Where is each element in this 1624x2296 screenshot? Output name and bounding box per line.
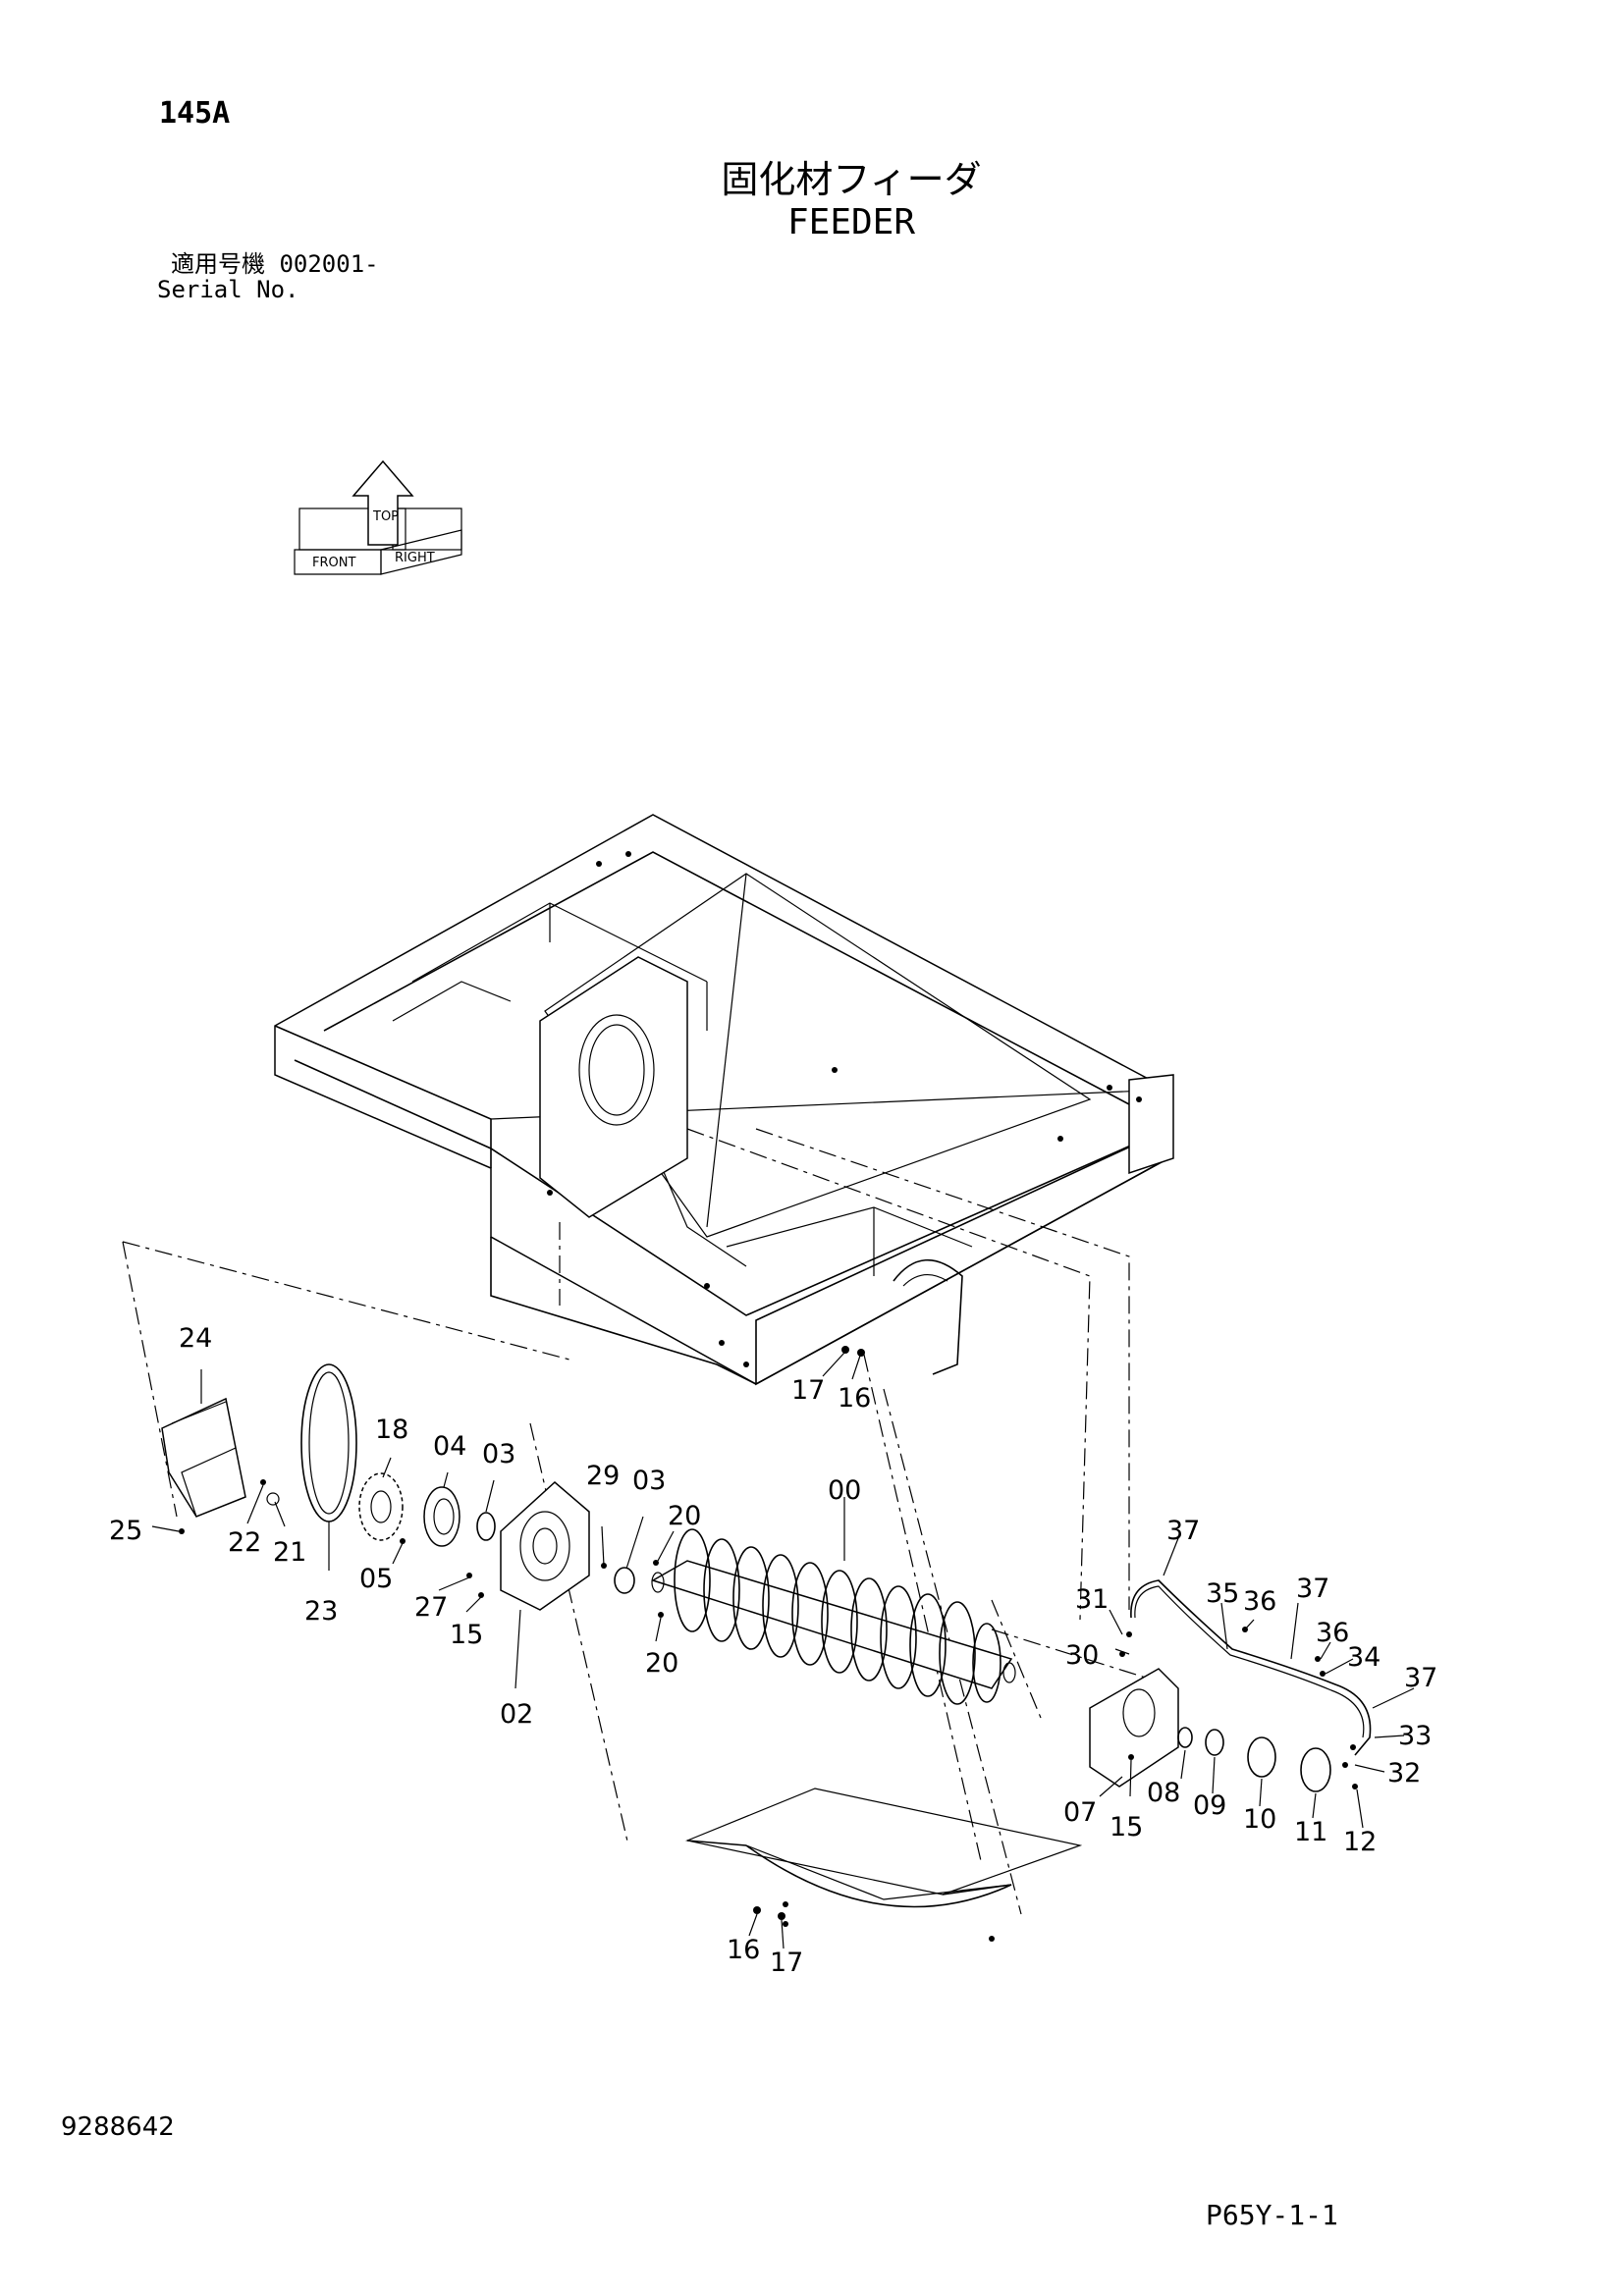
callout-20b: 20 xyxy=(645,1648,678,1679)
callout-36a: 36 xyxy=(1243,1586,1276,1617)
callout-16b: 16 xyxy=(727,1935,760,1965)
page-title-japanese: 固化材フィーダ xyxy=(721,158,982,201)
document-number: 9288642 xyxy=(61,2112,175,2142)
callout-37c: 37 xyxy=(1404,1663,1437,1693)
callout-02: 02 xyxy=(500,1699,533,1730)
bottom-trough xyxy=(684,1788,1083,1942)
callout-36b: 36 xyxy=(1316,1618,1349,1648)
callout-24: 24 xyxy=(179,1323,212,1354)
callout-29: 29 xyxy=(586,1461,620,1491)
bearing-unit xyxy=(423,1486,460,1547)
page-reference: P65Y-1-1 xyxy=(1206,2199,1338,2231)
callout-03b: 03 xyxy=(632,1466,666,1496)
callout-07: 07 xyxy=(1063,1797,1097,1828)
callout-05: 05 xyxy=(359,1564,393,1594)
callout-12: 12 xyxy=(1343,1827,1377,1857)
orientation-front-label: FRONT xyxy=(312,556,355,570)
callout-30: 30 xyxy=(1065,1640,1099,1671)
serial-value: 002001- xyxy=(279,250,379,278)
page-title-english: FEEDER xyxy=(786,202,916,242)
callout-33: 33 xyxy=(1398,1721,1432,1751)
serial-row-jp: 適用号機 002001- xyxy=(157,251,379,277)
callout-22: 22 xyxy=(228,1527,261,1558)
orientation-top-label: TOP xyxy=(372,509,399,524)
callout-15b: 15 xyxy=(1110,1812,1143,1842)
callout-11: 11 xyxy=(1294,1817,1327,1847)
washer xyxy=(266,1492,280,1506)
hopper-frame xyxy=(274,814,1174,1386)
page-code: 145A xyxy=(159,96,231,131)
callout-32: 32 xyxy=(1387,1758,1421,1789)
end-cap xyxy=(1300,1747,1331,1792)
callout-16a: 16 xyxy=(838,1383,871,1414)
callout-20a: 20 xyxy=(668,1501,701,1531)
serial-label-jp: 適用号機 xyxy=(171,250,265,278)
side-plate-left xyxy=(500,1480,590,1611)
callout-35: 35 xyxy=(1206,1578,1239,1609)
serial-label-en: Serial No. xyxy=(157,276,299,303)
callout-23: 23 xyxy=(304,1596,338,1627)
flange-cover xyxy=(1247,1736,1276,1778)
screw-conveyor xyxy=(651,1528,1016,1705)
chain-cover xyxy=(161,1397,246,1518)
callout-00: 00 xyxy=(828,1475,861,1506)
callout-31: 31 xyxy=(1075,1584,1109,1615)
serial-applicability: 適用号機 002001- Serial No. xyxy=(157,251,379,302)
callout-10: 10 xyxy=(1243,1804,1276,1835)
callout-03a: 03 xyxy=(482,1439,515,1469)
callout-21: 21 xyxy=(273,1537,306,1568)
callout-17b: 17 xyxy=(770,1948,803,1978)
orientation-arrows-icon: FRONT RIGHT TOP xyxy=(294,459,462,575)
callout-08: 08 xyxy=(1147,1778,1180,1808)
callout-09: 09 xyxy=(1193,1790,1226,1821)
sprocket xyxy=(358,1472,404,1541)
callout-15a: 15 xyxy=(450,1620,483,1650)
callout-27: 27 xyxy=(414,1592,448,1623)
o-ring xyxy=(614,1567,635,1594)
seal-right xyxy=(1177,1727,1193,1748)
callout-04: 04 xyxy=(433,1431,466,1462)
callout-34: 34 xyxy=(1347,1642,1380,1673)
bearing-right xyxy=(1205,1729,1224,1756)
callout-37a: 37 xyxy=(1166,1516,1200,1546)
callout-17a: 17 xyxy=(791,1375,825,1406)
grease-hose xyxy=(1130,1579,1372,1756)
callout-37b: 37 xyxy=(1296,1574,1329,1604)
orientation-right-label: RIGHT xyxy=(395,551,435,565)
seal-ring xyxy=(476,1512,496,1541)
callout-18: 18 xyxy=(375,1415,408,1445)
side-plate-right xyxy=(1089,1668,1179,1788)
callout-25: 25 xyxy=(109,1516,142,1546)
